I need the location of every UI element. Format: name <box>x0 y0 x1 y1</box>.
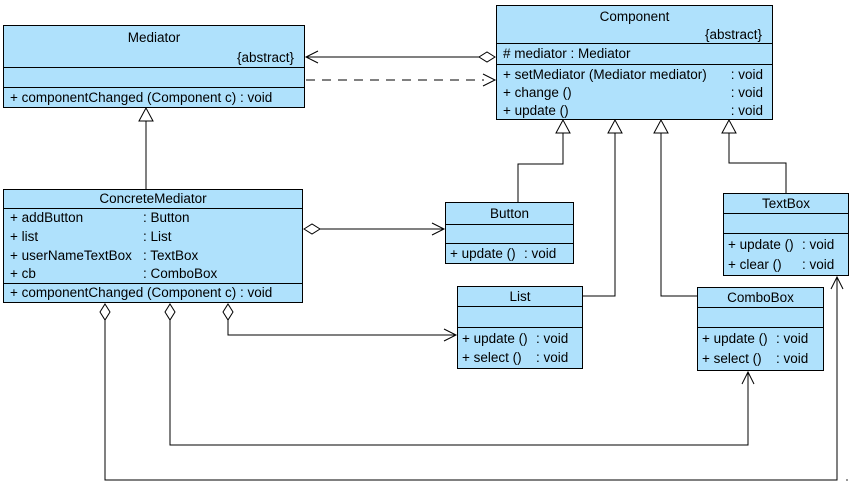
class-mediator-title: Mediator <box>127 30 181 45</box>
attribute-row: + userNameTextBox: TextBox <box>10 247 199 263</box>
aggregation-concretemediator-combobox <box>164 303 755 446</box>
attribute-row: + addButton: Button <box>10 210 190 225</box>
aggregation-component-mediator <box>304 50 496 64</box>
class-button-title: Button <box>489 206 530 221</box>
class-textbox-title: TextBox <box>761 196 811 211</box>
class-mediator-stereotype: {abstract} <box>236 50 294 65</box>
class-component-stereotype: {abstract} <box>704 27 762 42</box>
class-component[interactable]: Component {abstract} # mediator : Mediat… <box>496 5 773 120</box>
class-mediator-method: + componentChanged (Component c) : void <box>4 87 304 107</box>
method-row: + change (): void <box>503 85 763 100</box>
class-textbox[interactable]: TextBox + update (): void + clear (): vo… <box>723 193 849 276</box>
aggregation-concretemediator-button <box>303 222 446 236</box>
method-row: + update (): void <box>462 331 569 346</box>
class-concretemediator-attributes: + addButton: Button + list: List + userN… <box>4 208 302 283</box>
class-component-title: Component <box>599 9 670 24</box>
method-row: + update (): void <box>728 237 835 252</box>
class-concretemediator-title: ConcreteMediator <box>99 191 207 206</box>
method-row: + update (): void <box>446 243 573 263</box>
method-row: + select (): void <box>462 350 569 365</box>
generalization-concretemediator-mediator <box>138 106 154 189</box>
class-list[interactable]: List + update (): void + select (): void <box>457 286 583 369</box>
aggregation-concretemediator-textbox <box>99 275 844 481</box>
generalization-button-component <box>517 118 571 202</box>
class-combobox-methods: + update (): void + select (): void <box>698 327 823 370</box>
method-row: + setMediator (Mediator mediator): void <box>503 67 763 82</box>
class-mediator[interactable]: Mediator {abstract} + componentChanged (… <box>3 25 305 108</box>
class-mediator-attributes-empty <box>4 67 304 87</box>
method-row: + update (): void <box>702 331 809 346</box>
class-component-attribute: # mediator : Mediator <box>497 43 772 64</box>
method-row: + clear (): void <box>728 257 835 272</box>
class-component-methods: + setMediator (Mediator mediator): void … <box>497 64 772 119</box>
method-row: + select (): void <box>702 351 809 366</box>
aggregation-concretemediator-list <box>222 303 458 342</box>
class-list-attributes-empty <box>458 306 582 327</box>
class-combobox-attributes-empty <box>698 307 823 327</box>
generalization-combobox-component <box>653 118 697 297</box>
class-textbox-methods: + update (): void + clear (): void <box>724 233 848 275</box>
class-list-methods: + update (): void + select (): void <box>458 327 582 368</box>
generalization-textbox-component <box>721 118 787 193</box>
stray-pixel-artifact <box>846 479 848 481</box>
class-combobox-title: ComboBox <box>727 290 794 305</box>
class-button[interactable]: Button + update (): void <box>445 202 574 264</box>
method-row: + update (): void <box>503 103 763 118</box>
class-concretemediator[interactable]: ConcreteMediator + addButton: Button + l… <box>3 189 303 303</box>
generalization-list-component <box>583 118 623 297</box>
attribute-row: + list: List <box>10 228 172 244</box>
dependency-mediator-component <box>306 73 497 87</box>
class-combobox[interactable]: ComboBox + update (): void + select (): … <box>697 287 824 371</box>
attribute-row: + cb: ComboBox <box>10 266 218 282</box>
class-button-attributes-empty <box>446 224 573 243</box>
class-list-title: List <box>509 289 531 304</box>
class-concretemediator-method: + componentChanged (Component c) : void <box>4 283 302 302</box>
class-textbox-attributes-empty <box>724 213 848 233</box>
